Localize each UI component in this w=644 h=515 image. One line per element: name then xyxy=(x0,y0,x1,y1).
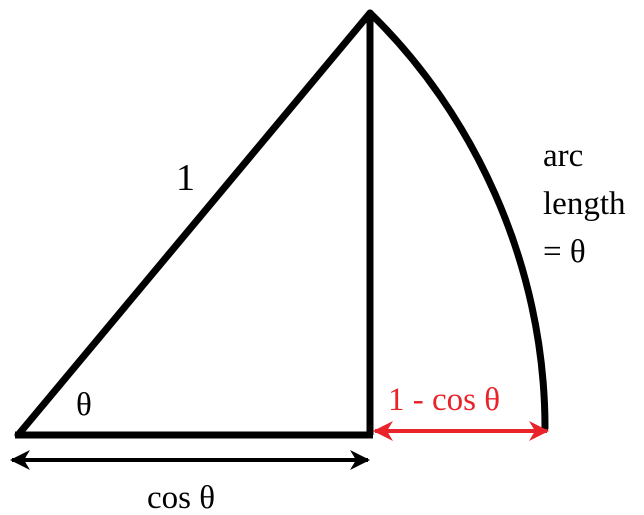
base-label: cos θ xyxy=(147,480,215,515)
arc-label-line2: length xyxy=(543,186,626,222)
arc-label-line3: = θ xyxy=(543,234,586,270)
hypotenuse-label: 1 xyxy=(176,157,195,199)
hypotenuse-line xyxy=(14,9,374,439)
gap-label: 1 - cos θ xyxy=(388,382,500,418)
arc-label-line1: arc xyxy=(543,138,583,174)
arc-curve xyxy=(366,9,549,432)
angle-label: θ xyxy=(76,387,92,423)
